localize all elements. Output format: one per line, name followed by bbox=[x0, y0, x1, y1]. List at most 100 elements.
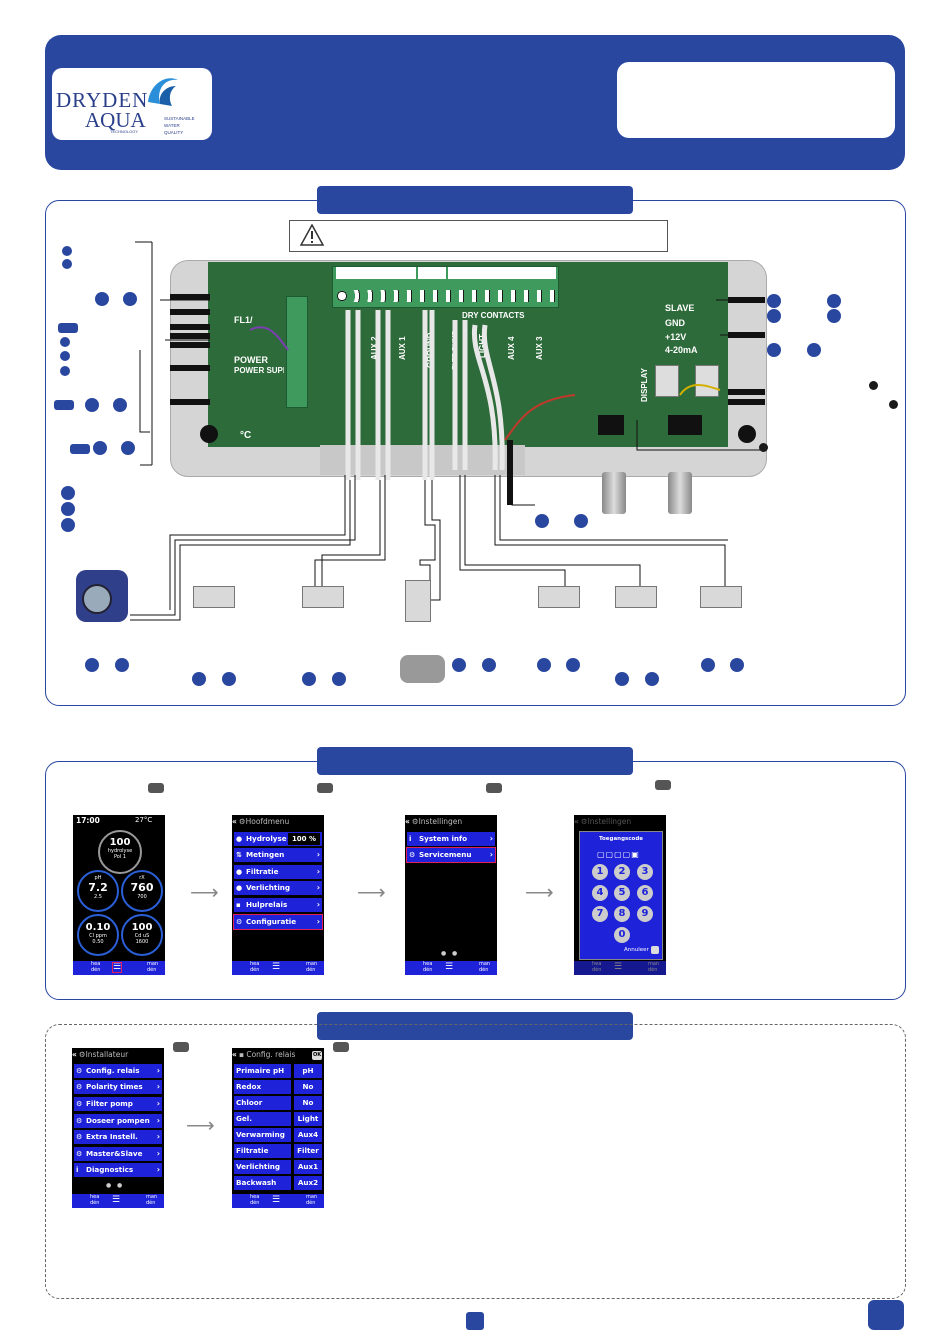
plug-icon: ▪ bbox=[236, 901, 241, 909]
key-0[interactable]: 0 bbox=[614, 927, 630, 943]
relay-row-value[interactable]: No bbox=[294, 1096, 322, 1110]
marker-dot bbox=[62, 259, 72, 269]
label: Master&Slave bbox=[86, 1149, 143, 1158]
relay-row-value[interactable]: Filter bbox=[294, 1144, 322, 1158]
gauge-chlorine[interactable]: 0.10 Cl ppm 0.50 bbox=[77, 914, 119, 956]
key-4[interactable]: 4 bbox=[592, 885, 608, 901]
marker-dot bbox=[701, 658, 715, 672]
menu-item-metingen[interactable]: ⇅Metingen› bbox=[234, 848, 322, 862]
menu-item-configuratie[interactable]: ⚙Configuratie› bbox=[233, 914, 323, 930]
chevron-right-icon: › bbox=[316, 883, 320, 892]
marker-dot bbox=[535, 514, 549, 528]
key-3[interactable]: 3 bbox=[637, 864, 653, 880]
keypad-title: Toegangscode bbox=[598, 836, 643, 842]
key-2[interactable]: 2 bbox=[614, 864, 630, 880]
key-6[interactable]: 6 bbox=[637, 885, 653, 901]
menu-item-master-slave[interactable]: ⚙Master&Slave› bbox=[74, 1147, 162, 1161]
label-slave: SLAVE bbox=[665, 303, 695, 313]
back-icon[interactable]: « bbox=[232, 1050, 237, 1059]
marker-dot bbox=[767, 294, 781, 308]
bulb-icon: ● bbox=[236, 884, 243, 892]
cancel-icon[interactable] bbox=[651, 946, 659, 954]
step-badge-5 bbox=[173, 1042, 189, 1052]
logo-box: DRYDEN AQUA TECHNOLOGY SUSTAINABLE WATER… bbox=[52, 68, 212, 140]
gauge-conductivity[interactable]: 100 Cd uS 1600 bbox=[121, 914, 163, 956]
arrow-right-icon: ⟶ bbox=[186, 1115, 215, 1137]
back-icon: « bbox=[574, 817, 579, 826]
relay-row-value[interactable]: Aux4 bbox=[294, 1128, 322, 1142]
arrow-right-icon: ⟶ bbox=[357, 882, 386, 904]
menu-item-config-relais[interactable]: ⚙Config. relais› bbox=[74, 1064, 162, 1078]
menu-list-icon[interactable]: ☰ bbox=[445, 962, 454, 972]
label: Doseer pompen bbox=[86, 1116, 150, 1125]
menu-item-polarity-times[interactable]: ⚙Polarity times› bbox=[74, 1080, 162, 1094]
gauge-ph[interactable]: pH 7.2 2.5 bbox=[77, 870, 119, 912]
logo-aqua: AQUA bbox=[85, 108, 146, 132]
menu-item-filtratie[interactable]: ●Filtratie› bbox=[234, 865, 322, 879]
key-8[interactable]: 8 bbox=[614, 906, 630, 922]
menu-item-servicemenu[interactable]: ⚙Servicemenu› bbox=[406, 847, 496, 863]
footer-page-badge bbox=[466, 1312, 484, 1330]
relay-row-gel[interactable]: Gel.Light bbox=[234, 1112, 322, 1126]
key-7[interactable]: 7 bbox=[592, 906, 608, 922]
menu-item-filter-pomp[interactable]: ⚙Filter pomp› bbox=[74, 1097, 162, 1111]
menu-item-extra-instell[interactable]: ⚙Extra Instell.› bbox=[74, 1130, 162, 1144]
menu-list-icon[interactable]: ☰ bbox=[111, 962, 123, 973]
menu-panel bbox=[45, 761, 906, 1000]
marker-pill bbox=[54, 400, 74, 410]
key-5[interactable]: 5 bbox=[614, 885, 630, 901]
relay-row-value[interactable]: Aux2 bbox=[294, 1176, 322, 1190]
back-icon[interactable]: « bbox=[72, 1050, 77, 1059]
gauge-redox[interactable]: rX 760 700 bbox=[121, 870, 163, 912]
nav-left-1: hea bbox=[592, 961, 602, 967]
relay-row-value[interactable]: No bbox=[294, 1080, 322, 1094]
screen-title: «⚙Instellingen bbox=[405, 817, 463, 826]
display-connector-2 bbox=[668, 415, 702, 435]
menu-item-doseer-pompen[interactable]: ⚙Doseer pompen› bbox=[74, 1114, 162, 1128]
chevron-right-icon: › bbox=[316, 867, 320, 876]
menu-item-verlichting[interactable]: ●Verlichting› bbox=[234, 881, 322, 895]
menu-list-icon[interactable]: ☰ bbox=[112, 1195, 121, 1205]
ok-button[interactable]: OK bbox=[312, 1051, 322, 1060]
relay-row-value[interactable]: Aux1 bbox=[294, 1160, 322, 1174]
menu-item-hulprelais[interactable]: ▪Hulprelais› bbox=[234, 898, 322, 912]
terminal-screws bbox=[336, 290, 556, 302]
nav-left-1: hea bbox=[250, 1194, 260, 1200]
screen-title: «⚙Installateur bbox=[72, 1050, 129, 1059]
gauge-chlorine-sub: 0.50 bbox=[92, 939, 104, 945]
back-icon[interactable]: « bbox=[405, 817, 410, 826]
back-icon[interactable]: « bbox=[232, 817, 237, 826]
key-9[interactable]: 9 bbox=[637, 906, 653, 922]
menu-list-icon[interactable]: ☰ bbox=[272, 962, 281, 972]
relay-row-value[interactable]: pH bbox=[294, 1064, 322, 1078]
value: 100 % bbox=[287, 833, 320, 845]
cancel-button[interactable]: Annuleer bbox=[624, 947, 649, 953]
gauge-redox-sub: 700 bbox=[137, 894, 147, 900]
relay-row-value[interactable]: Light bbox=[294, 1112, 322, 1126]
gauge-hydrolyse[interactable]: 100 hydrolyse Pol 1 bbox=[98, 830, 142, 874]
key-1[interactable]: 1 bbox=[592, 864, 608, 880]
nav-right-2: dén bbox=[648, 966, 658, 973]
menu-list-icon[interactable]: ☰ bbox=[272, 1195, 281, 1205]
